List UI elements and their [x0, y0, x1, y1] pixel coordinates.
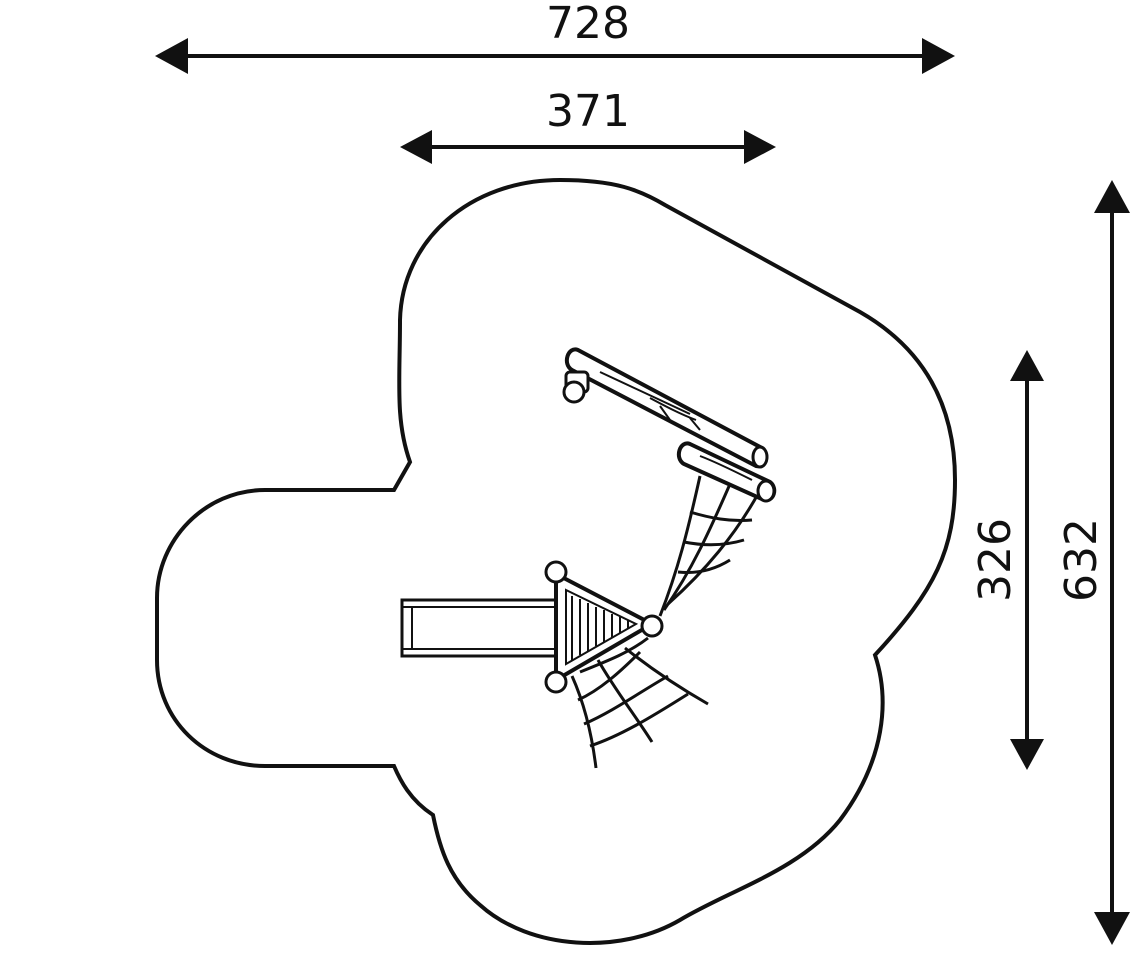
platform-deck-boards: [571, 596, 629, 660]
arrowhead-right: [922, 38, 955, 74]
dimension-platform-width: 371: [400, 86, 776, 164]
overall-depth-label: 632: [1056, 518, 1107, 602]
lower-log-beam: [676, 441, 777, 503]
upper-balance-log: [564, 347, 769, 469]
post-bottom: [544, 670, 568, 694]
platform-width-label: 371: [546, 86, 630, 137]
platform-depth-label: 326: [970, 518, 1021, 602]
upper-climbing-net: [658, 475, 760, 617]
arrowhead-left: [400, 130, 432, 164]
dimension-overall-width: 728: [155, 0, 955, 74]
post-top: [544, 560, 568, 584]
arrowhead-bottom: [1010, 739, 1044, 770]
arrowhead-top: [1094, 180, 1130, 213]
lower-climbing-net: [570, 636, 709, 769]
post-right: [640, 614, 664, 638]
dimension-overall-depth: 632: [1056, 180, 1130, 945]
arrowhead-bottom: [1094, 912, 1130, 945]
arrowhead-left: [155, 38, 188, 74]
safety-zone-outline: [155, 177, 958, 945]
slide: [400, 598, 564, 658]
arrowhead-right: [744, 130, 776, 164]
arrowhead-top: [1010, 350, 1044, 381]
dimension-platform-depth: 326: [970, 350, 1044, 770]
overall-width-label: 728: [546, 0, 630, 49]
log-end-support: [562, 370, 590, 404]
triangular-platform: [544, 560, 664, 694]
